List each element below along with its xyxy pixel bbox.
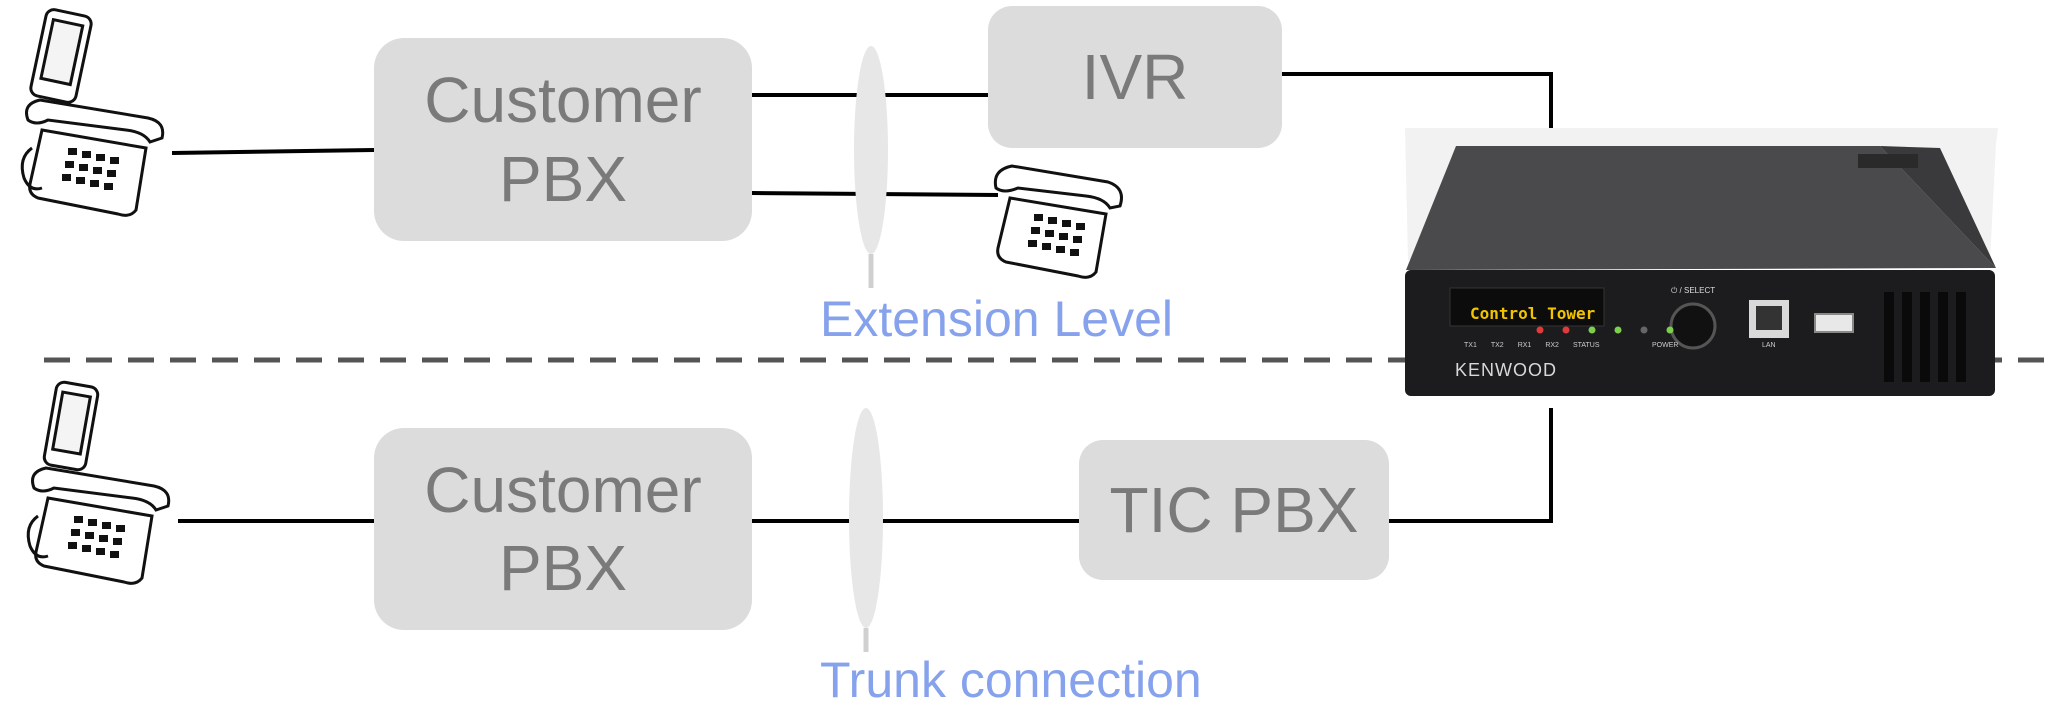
device-select-label: ⏻ / SELECT	[1671, 286, 1716, 295]
ivr-label: IVR	[1081, 40, 1189, 113]
desk-phone-with-mobile-icon	[20, 8, 165, 217]
customer-pbx-top-box: Customer PBX	[374, 38, 752, 241]
tic-pbx-label: TIC PBX	[1109, 473, 1359, 546]
desk-phone-with-mobile-icon	[26, 380, 171, 585]
led-label-rx1: RX1	[1517, 342, 1532, 349]
device-brand-logo: KENWOOD	[1455, 360, 1558, 380]
device-display-text: Control Tower	[1470, 304, 1596, 323]
led-label-rx2: RX2	[1545, 342, 1559, 349]
customer-pbx-top-line1: Customer	[424, 64, 702, 137]
kenwood-device	[1405, 128, 1998, 396]
customer-pbx-bottom-line1: Customer	[424, 453, 702, 526]
line-ivr-to-device	[1281, 72, 1553, 130]
extension-level-label: Extension Level	[820, 291, 1174, 347]
trunk-connection-label: Trunk connection	[820, 652, 1202, 708]
line-phone-to-pbx-top	[171, 148, 375, 155]
device-lan-label: LAN	[1762, 342, 1776, 349]
device-led-labels: TX1 TX2 RX1 RX2 STATUS	[1464, 342, 1600, 349]
line-tic-to-device	[1388, 408, 1553, 523]
customer-pbx-top-line2: PBX	[498, 142, 628, 215]
led-label-tx2: TX2	[1490, 342, 1504, 349]
device-vents	[1884, 292, 1966, 382]
led-label-status: STATUS	[1572, 342, 1600, 349]
extension-level-marker	[854, 46, 888, 254]
trunk-level-marker	[849, 408, 883, 628]
tic-pbx-box: TIC PBX	[1079, 440, 1389, 580]
led-label-tx1: TX1	[1464, 342, 1477, 349]
desk-phone-icon	[993, 164, 1123, 279]
ivr-box: IVR	[988, 6, 1282, 148]
customer-pbx-bottom-box: Customer PBX	[374, 428, 752, 630]
device-power-label: POWER	[1652, 342, 1679, 349]
customer-pbx-bottom-line2: PBX	[498, 532, 628, 604]
